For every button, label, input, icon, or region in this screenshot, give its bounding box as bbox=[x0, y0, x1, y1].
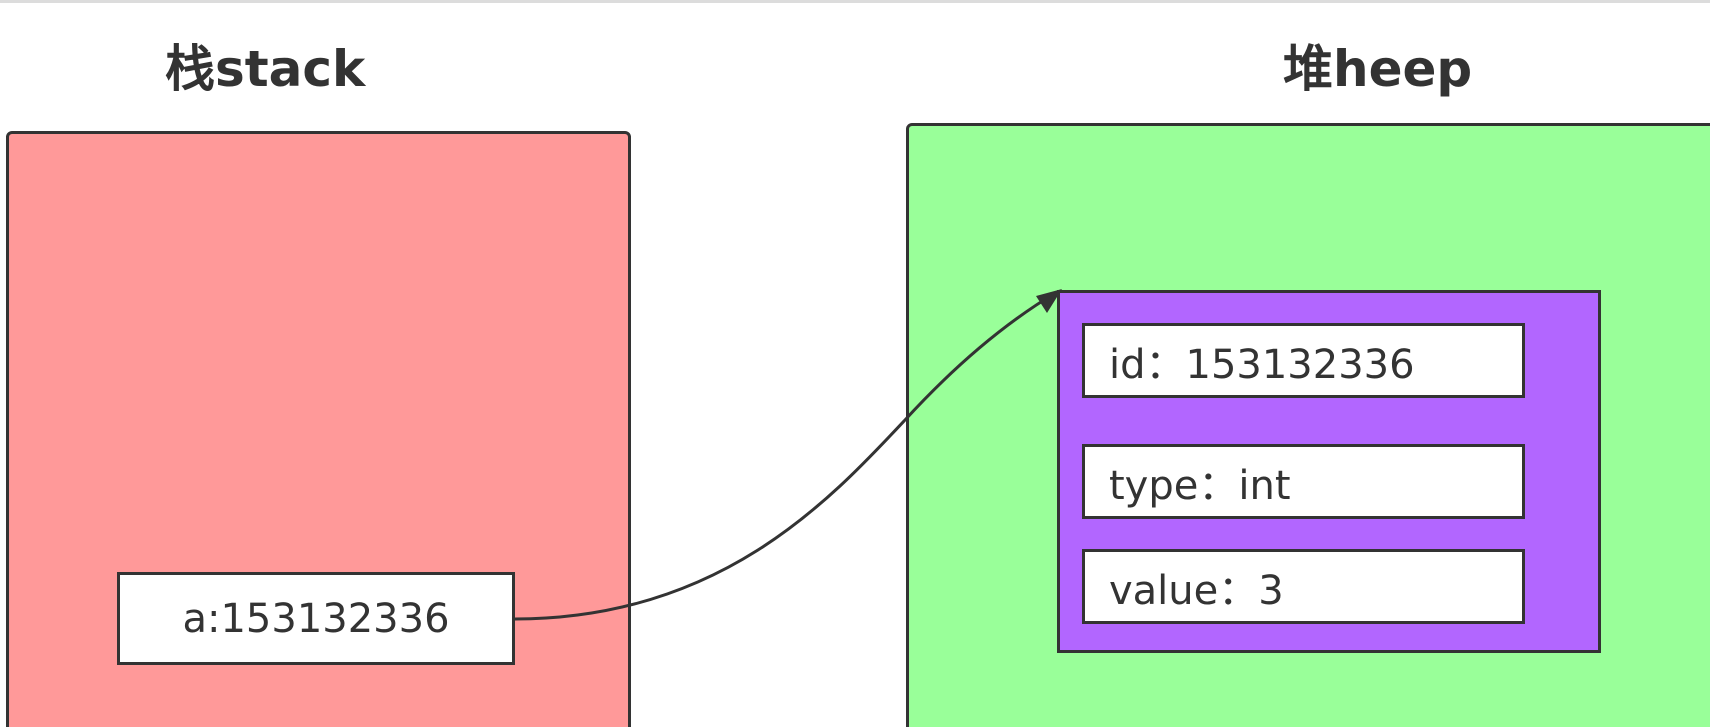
object-id-text: id：153132336 bbox=[1109, 341, 1415, 388]
top-divider bbox=[0, 0, 1710, 3]
object-type-text: type：int bbox=[1109, 462, 1291, 509]
stack-variable-box: a:153132336 bbox=[117, 572, 515, 665]
object-value-text: value：3 bbox=[1109, 567, 1284, 614]
stack-title: 栈stack bbox=[165, 40, 366, 98]
object-value-field: value：3 bbox=[1082, 549, 1525, 624]
heap-title: 堆heep bbox=[1283, 40, 1473, 98]
object-id-field: id：153132336 bbox=[1082, 323, 1525, 398]
stack-variable-text: a:153132336 bbox=[182, 595, 450, 642]
object-type-field: type：int bbox=[1082, 444, 1525, 519]
